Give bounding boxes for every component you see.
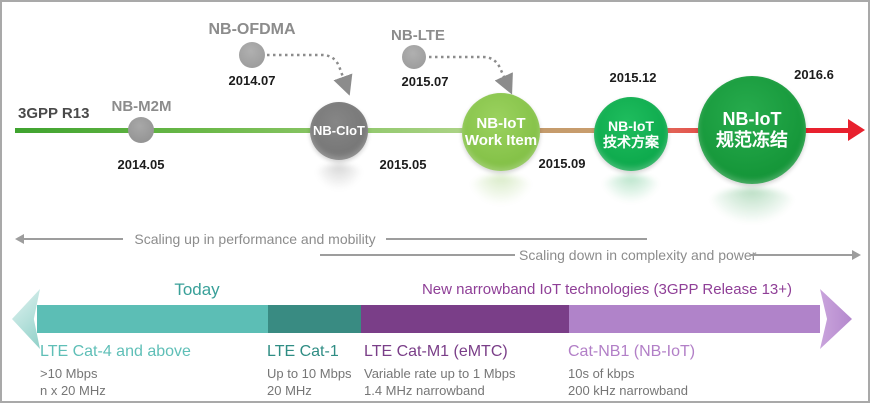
- scale-up-label: Scaling up in performance and mobility: [134, 231, 376, 247]
- milestone-circle-nb-iot-freeze: NB-IoT 规范冻结: [698, 76, 806, 184]
- bar-segment-lte-catm1: [361, 305, 569, 333]
- bar-column-cat-nb1: Cat-NB1 (NB-IoT) 10s of kbps 200 kHz nar…: [568, 343, 695, 399]
- column-detail: 20 MHz: [267, 383, 312, 398]
- reflection: [314, 164, 364, 190]
- scale-down-arrow-icon: [852, 250, 861, 260]
- circle-label: NB-IoT: [722, 109, 782, 130]
- milestone-dot-nb-lte: [402, 45, 426, 69]
- milestone-date-nb-m2m: 2014.05: [117, 157, 165, 172]
- milestone-dot-nb-ofdma: [239, 42, 265, 68]
- scale-up-line-right: [386, 238, 647, 240]
- column-title: LTE Cat-1: [267, 343, 339, 360]
- timeline-arrow-icon: [848, 119, 865, 141]
- milestone-label-nb-lte: NB-LTE: [391, 27, 445, 44]
- milestone-date-nb-iot-work-item: 2015.09: [538, 156, 586, 171]
- milestone-date-nb-lte: 2015.07: [401, 74, 449, 89]
- bar-left-arrow-icon: [12, 289, 40, 349]
- circle-label: Work Item: [464, 132, 538, 149]
- milestone-label-nb-m2m: NB-M2M: [111, 98, 172, 115]
- column-detail: 1.4 MHz narrowband: [364, 383, 485, 398]
- scale-down-line: [750, 254, 852, 256]
- reflection: [600, 175, 662, 203]
- milestone-dot-nb-m2m: [128, 117, 154, 143]
- milestone-circle-nb-iot-work-item: NB-IoT Work Item: [462, 93, 540, 171]
- column-detail: Variable rate up to 1 Mbps: [364, 366, 516, 381]
- milestone-circle-nb-iot-tech: NB-IoT 技术方案: [594, 97, 668, 171]
- new-tech-heading: New narrowband IoT technologies (3GPP Re…: [421, 281, 793, 298]
- column-title: Cat-NB1 (NB-IoT): [568, 343, 696, 360]
- circle-label: NB-IoT: [608, 117, 654, 134]
- bar-right-arrow-icon: [820, 289, 852, 349]
- bar-segment-cat-nb1: [569, 305, 820, 333]
- column-detail: 200 kHz narrowband: [568, 383, 688, 398]
- column-detail: n x 20 MHz: [40, 383, 106, 398]
- circle-label: 规范冻结: [716, 130, 788, 150]
- bar-segment-lte-cat1: [268, 305, 361, 333]
- timeline-green-segment: [15, 128, 502, 133]
- reflection: [468, 175, 534, 205]
- reflection: [706, 188, 798, 224]
- release-label: 3GPP R13: [18, 105, 90, 122]
- milestone-date-nb-iot-freeze: 2016.6: [794, 67, 834, 82]
- bar-column-lte-cat1: LTE Cat-1 Up to 10 Mbps 20 MHz: [267, 343, 352, 399]
- scale-up-arrow-icon: [15, 234, 24, 244]
- milestone-date-nb-ofdma: 2014.07: [228, 73, 276, 88]
- milestone-date-nb-iot-tech: 2015.12: [609, 70, 657, 85]
- column-title: LTE Cat-M1 (eMTC): [364, 343, 508, 360]
- circle-label: NB-CIoT: [313, 122, 365, 138]
- milestone-label-nb-ofdma: NB-OFDMA: [208, 21, 296, 38]
- column-detail: 10s of kbps: [568, 366, 635, 381]
- bar-column-lte-cat4: LTE Cat-4 and above >10 Mbps n x 20 MHz: [40, 343, 191, 399]
- bar-column-lte-catm1: LTE Cat-M1 (eMTC) Variable rate up to 1 …: [364, 343, 516, 399]
- today-heading: Today: [174, 280, 220, 299]
- column-detail: >10 Mbps: [40, 366, 98, 381]
- circle-label: NB-IoT: [476, 114, 526, 132]
- scale-down-label: Scaling down in complexity and power: [519, 247, 757, 263]
- milestone-date-nb-ciot: 2015.05: [379, 157, 427, 172]
- bar-segment-lte-cat4: [37, 305, 268, 333]
- circle-label: 技术方案: [603, 134, 659, 150]
- timeline-tan-segment: [502, 128, 632, 133]
- milestone-circle-nb-ciot: NB-CIoT: [310, 102, 368, 160]
- scale-up-line: [23, 238, 123, 240]
- column-detail: Up to 10 Mbps: [267, 366, 352, 381]
- column-title: LTE Cat-4 and above: [40, 343, 191, 360]
- scale-down-line-left: [320, 254, 515, 256]
